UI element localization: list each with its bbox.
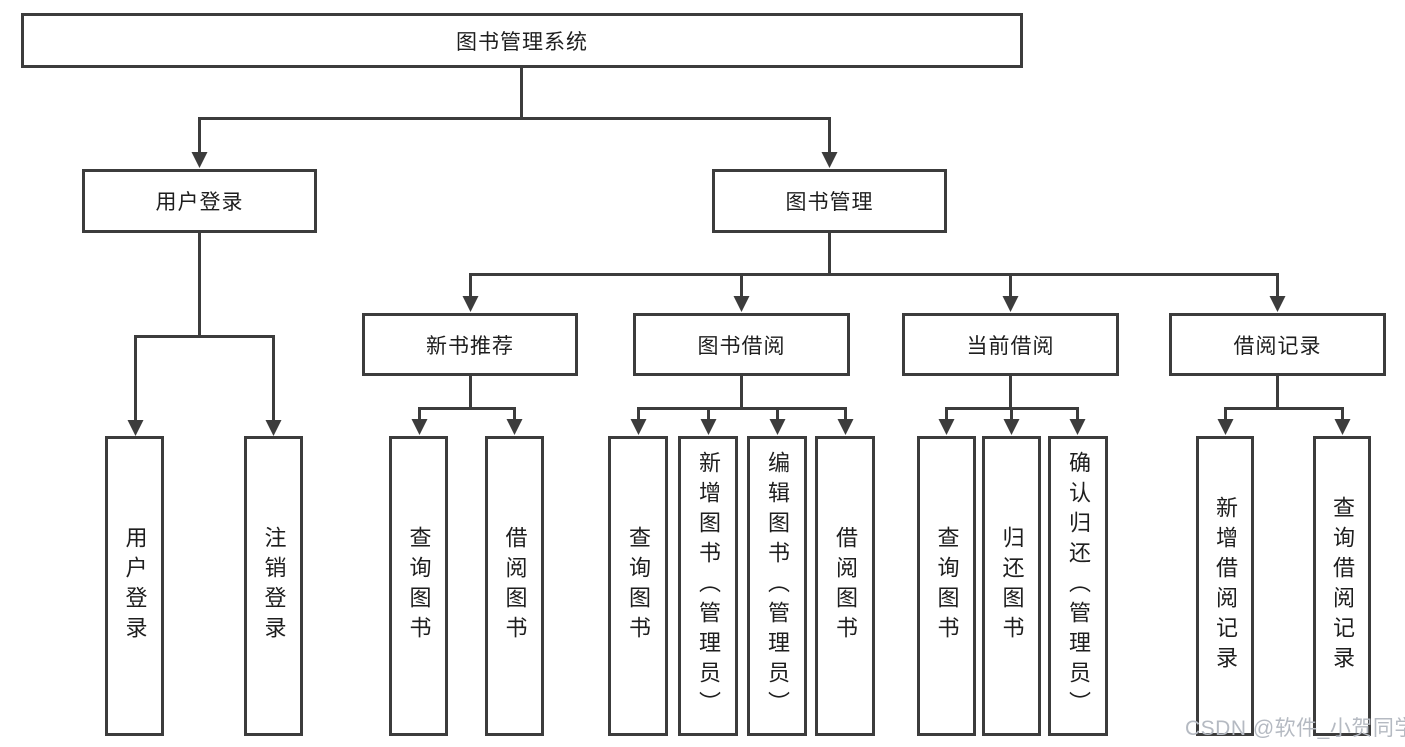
leaf-add-books-admin: 新增图书（管理员）: [678, 436, 738, 736]
leaf-query-borrow-record: 查询借阅记录: [1313, 436, 1371, 736]
leaf-return-books: 归还图书: [982, 436, 1041, 736]
leaf-borrow-books-borrowing: 借阅图书: [815, 436, 875, 736]
node-book-borrowing: 图书借阅: [633, 313, 850, 376]
node-new-book-recommendation: 新书推荐: [362, 313, 578, 376]
leaf-borrow-books-recommend: 借阅图书: [485, 436, 544, 736]
node-library-management-system: 图书管理系统: [21, 13, 1023, 68]
leaf-user-login: 用户登录: [105, 436, 164, 736]
leaf-add-borrow-record: 新增借阅记录: [1196, 436, 1254, 736]
node-book-management: 图书管理: [712, 169, 947, 233]
leaf-query-books-borrowing: 查询图书: [608, 436, 668, 736]
leaf-confirm-return-admin: 确认归还（管理员）: [1048, 436, 1108, 736]
leaf-edit-books-admin: 编辑图书（管理员）: [747, 436, 807, 736]
leaf-query-books-current: 查询图书: [917, 436, 976, 736]
node-user-login: 用户登录: [82, 169, 317, 233]
node-borrowing-records: 借阅记录: [1169, 313, 1386, 376]
node-current-borrowing: 当前借阅: [902, 313, 1119, 376]
leaf-logout: 注销登录: [244, 436, 303, 736]
csdn-watermark: CSDN @软件_小贺同学: [1185, 717, 1405, 740]
leaf-query-books-recommend: 查询图书: [389, 436, 448, 736]
